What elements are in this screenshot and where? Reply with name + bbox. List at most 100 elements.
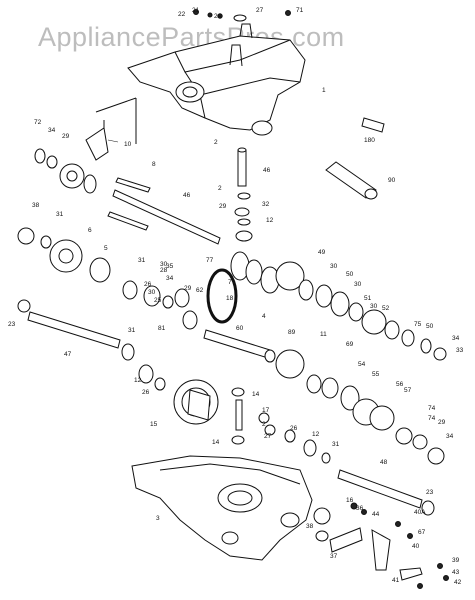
part-number-label: 29 bbox=[184, 285, 192, 292]
part-number-label: 77 bbox=[206, 257, 214, 264]
part-number-label: 2 bbox=[218, 185, 222, 192]
part-number-label: 15 bbox=[150, 421, 158, 428]
right-gear-train bbox=[264, 349, 445, 465]
part-number-label: 35 bbox=[166, 263, 174, 270]
part-number-label: 17 bbox=[262, 407, 270, 414]
part-number-label: 29 bbox=[438, 419, 446, 426]
part-number-label: 22 bbox=[178, 11, 186, 18]
part-number-label: 30 bbox=[148, 289, 156, 296]
part-number-label: 49 bbox=[318, 249, 326, 256]
part-number-label: 26 bbox=[142, 389, 150, 396]
part-number-label: 34 bbox=[446, 433, 454, 440]
part-number-label: 31 bbox=[332, 441, 340, 448]
part-number-label: 48 bbox=[380, 459, 388, 466]
upper-housing-part bbox=[127, 9, 306, 136]
part-number-label: 26 bbox=[290, 425, 298, 432]
part-number-label: 62 bbox=[196, 287, 204, 294]
part-number-label: 3 bbox=[156, 515, 160, 522]
part-number-label: 12 bbox=[312, 431, 320, 438]
vertical-shaft-part bbox=[237, 147, 247, 187]
part-number-label: 30 bbox=[160, 261, 168, 268]
part-number-label: 23 bbox=[8, 321, 16, 328]
part-number-label: 5 bbox=[104, 245, 108, 252]
lower-housing-part bbox=[131, 455, 313, 561]
part-number-label: 46 bbox=[183, 192, 191, 199]
left-gears bbox=[17, 148, 198, 330]
part-number-label: 74 bbox=[428, 415, 436, 422]
part-number-label: 34 bbox=[48, 127, 56, 134]
part-number-label: 72 bbox=[34, 119, 42, 126]
part-number-label: 44 bbox=[372, 511, 380, 518]
part-number-label: 51 bbox=[364, 295, 372, 302]
part-number-label: 2 bbox=[214, 139, 218, 146]
bracket-part bbox=[85, 97, 137, 161]
part-number-label: 21 bbox=[192, 7, 200, 14]
part-number-label: 40A bbox=[414, 509, 426, 516]
part-number-label: 56 bbox=[396, 381, 404, 388]
part-number-label: 71 bbox=[296, 7, 304, 14]
part-number-label: 16 bbox=[346, 497, 354, 504]
part-number-label: 40 bbox=[412, 543, 420, 550]
part-number-label: 81 bbox=[158, 325, 166, 332]
left-shaft-part bbox=[107, 177, 221, 245]
differential-group bbox=[138, 364, 331, 464]
pinion-shaft-part bbox=[203, 329, 271, 359]
part-number-label: 52 bbox=[382, 305, 390, 312]
part-number-label: 54 bbox=[358, 361, 366, 368]
chain-and-sprockets bbox=[206, 251, 447, 361]
part-number-label: 32 bbox=[262, 201, 270, 208]
part-number-label: 50 bbox=[346, 271, 354, 278]
part-number-label: 34 bbox=[452, 335, 460, 342]
part-number-label: 27 bbox=[256, 7, 264, 14]
part-number-label: 69 bbox=[346, 341, 354, 348]
part-number-label: 28 bbox=[160, 267, 168, 274]
part-number-label: 8 bbox=[152, 161, 156, 168]
part-number-label: 29 bbox=[62, 133, 70, 140]
part-number-label: 89 bbox=[288, 329, 296, 336]
part-number-label: 31 bbox=[56, 211, 64, 218]
part-number-label: 39 bbox=[452, 557, 460, 564]
part-number-label: 41 bbox=[392, 577, 400, 584]
part-number-label: 55 bbox=[372, 371, 380, 378]
part-number-label: 33 bbox=[456, 347, 464, 354]
part-number-label: 50 bbox=[426, 323, 434, 330]
part-number-label: 11 bbox=[320, 331, 327, 338]
part-number-label: 29 bbox=[219, 203, 227, 210]
shift-linkage-parts bbox=[313, 502, 449, 589]
part-number-label: 67 bbox=[418, 529, 426, 536]
part-number-label: 24 bbox=[214, 13, 222, 20]
part-number-label: 90 bbox=[388, 177, 396, 184]
part-number-label: 75 bbox=[414, 321, 422, 328]
part-number-label: 10 bbox=[124, 141, 132, 148]
part-number-label: 26 bbox=[144, 281, 152, 288]
part-number-label: 36 bbox=[356, 505, 364, 512]
part-number-label: 43 bbox=[452, 569, 460, 576]
part-number-label: 47 bbox=[64, 351, 72, 358]
part-number-label: 42 bbox=[454, 579, 462, 586]
part-number-label: 180 bbox=[364, 137, 375, 144]
part-number-label: 7 bbox=[228, 279, 232, 286]
part-number-label: 30 bbox=[330, 263, 338, 270]
tube-part bbox=[325, 161, 378, 200]
part-number-label: 6 bbox=[88, 227, 92, 234]
part-number-label: 30 bbox=[354, 281, 362, 288]
part-number-label: 23 bbox=[426, 489, 434, 496]
part-number-label: 25 bbox=[154, 297, 162, 304]
part-number-label: 30 bbox=[370, 303, 378, 310]
part-number-label: 31 bbox=[138, 257, 146, 264]
part-number-label: 14 bbox=[212, 439, 220, 446]
part-number-label: 38 bbox=[32, 202, 40, 209]
dowel-part bbox=[361, 117, 385, 133]
part-number-label: 57 bbox=[404, 387, 412, 394]
part-number-label: 12 bbox=[266, 217, 274, 224]
part-number-label: 37 bbox=[330, 553, 338, 560]
part-number-label: 38 bbox=[306, 523, 314, 530]
part-number-label: 27 bbox=[264, 433, 272, 440]
part-number-label: 18 bbox=[226, 295, 234, 302]
part-number-label: 74 bbox=[428, 405, 436, 412]
right-axle-part bbox=[337, 469, 435, 516]
part-number-label: 4 bbox=[262, 313, 266, 320]
